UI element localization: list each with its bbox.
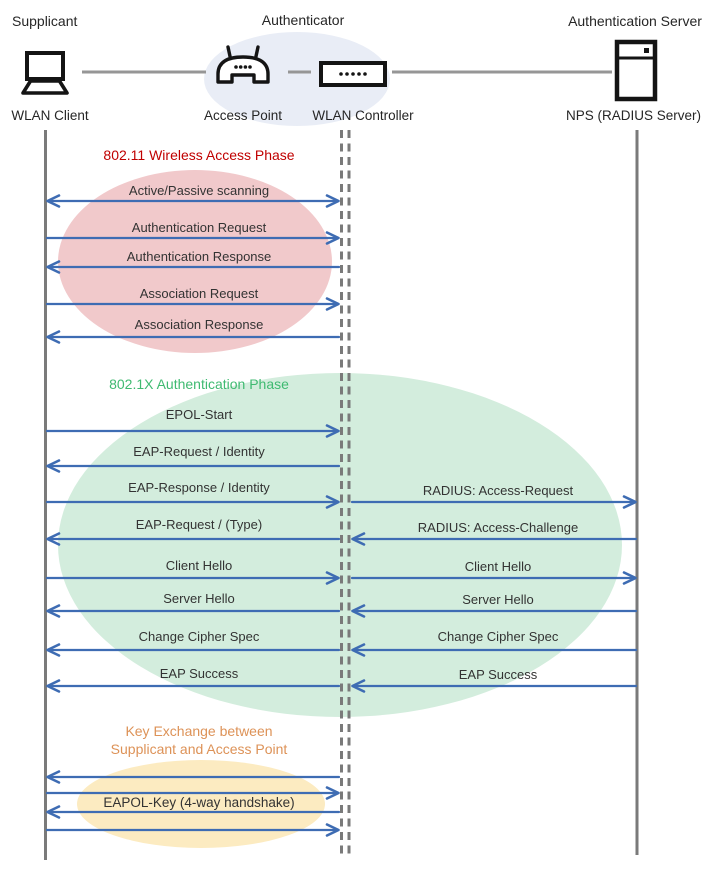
device-label-nps: NPS (RADIUS Server) bbox=[565, 108, 702, 123]
role-label-supplicant: Supplicant bbox=[12, 13, 78, 29]
arrow-eap-request-type bbox=[46, 532, 341, 546]
arrow-authentication-request bbox=[45, 231, 340, 245]
access-point-icon bbox=[216, 45, 270, 84]
arrow-radius-access-request bbox=[350, 495, 637, 509]
arrow-association-response bbox=[46, 330, 341, 344]
msg-eapol-key-handshake: EAPOL-Key (4-way handshake) bbox=[103, 795, 295, 810]
arrow-change-cipher-right bbox=[351, 643, 638, 657]
lifelines bbox=[44, 130, 639, 860]
phase3-title-line1: Key Exchange between bbox=[125, 723, 273, 739]
msg-active-passive-scanning: Active/Passive scanning bbox=[128, 183, 270, 198]
msg-eap-request-type: EAP-Request / (Type) bbox=[135, 517, 263, 532]
msg-association-request: Association Request bbox=[139, 286, 259, 301]
phase3-title: Key Exchange between Supplicant and Acce… bbox=[62, 722, 336, 758]
arrow-eap-request-identity bbox=[46, 459, 341, 473]
msg-server-hello-left: Server Hello bbox=[163, 591, 235, 606]
msg-association-response: Association Response bbox=[134, 317, 264, 332]
arrow-radius-access-challenge bbox=[351, 532, 638, 546]
device-label-wlan-client: WLAN Client bbox=[11, 108, 89, 123]
msg-radius-access-request: RADIUS: Access-Request bbox=[422, 483, 574, 498]
msg-client-hello-left: Client Hello bbox=[165, 558, 233, 573]
device-label-wlan-controller: WLAN Controller bbox=[312, 108, 414, 123]
arrow-association-request bbox=[45, 297, 340, 311]
msg-eap-success-right: EAP Success bbox=[458, 667, 538, 682]
arrow-eapol-key-4 bbox=[45, 823, 340, 837]
msg-change-cipher-right: Change Cipher Spec bbox=[437, 629, 559, 644]
arrow-eapol-key-1 bbox=[46, 770, 341, 784]
msg-eap-success-left: EAP Success bbox=[159, 666, 239, 681]
phase3-ellipse bbox=[77, 760, 325, 848]
arrow-eap-success-left bbox=[46, 679, 341, 693]
msg-change-cipher-left: Change Cipher Spec bbox=[138, 629, 260, 644]
msg-authentication-response: Authentication Response bbox=[126, 249, 272, 264]
arrow-server-hello-left bbox=[46, 604, 341, 618]
phase3-title-line2: Supplicant and Access Point bbox=[110, 741, 288, 757]
msg-client-hello-right: Client Hello bbox=[464, 559, 532, 574]
role-label-authenticator: Authenticator bbox=[261, 12, 345, 28]
arrow-active-passive-scanning bbox=[46, 194, 340, 208]
server-icon bbox=[614, 39, 658, 102]
msg-server-hello-right: Server Hello bbox=[462, 592, 534, 607]
msg-eap-response-identity: EAP-Response / Identity bbox=[128, 480, 270, 495]
phase2-title: 802.1X Authentication Phase bbox=[109, 376, 289, 392]
laptop-icon bbox=[21, 51, 69, 95]
role-label-authentication-server: Authentication Server bbox=[568, 13, 702, 29]
device-label-access-point: Access Point bbox=[203, 108, 283, 123]
arrow-eap-success-right bbox=[351, 679, 638, 693]
msg-epol-start: EPOL-Start bbox=[165, 407, 233, 422]
arrow-eapol-key-2 bbox=[45, 786, 340, 800]
arrow-epol-start bbox=[45, 424, 340, 438]
msg-radius-access-challenge: RADIUS: Access-Challenge bbox=[417, 520, 579, 535]
arrow-eapol-key-3 bbox=[46, 805, 341, 819]
phase1-title: 802.11 Wireless Access Phase bbox=[103, 147, 295, 163]
arrow-eap-response-identity bbox=[45, 495, 340, 509]
msg-eap-request-identity: EAP-Request / Identity bbox=[133, 444, 265, 459]
wlan-controller-icon bbox=[319, 61, 387, 87]
arrow-client-hello-right bbox=[350, 571, 637, 585]
arrow-change-cipher-left bbox=[46, 643, 341, 657]
arrow-authentication-response bbox=[46, 260, 341, 274]
arrow-server-hello-right bbox=[351, 604, 638, 618]
msg-authentication-request: Authentication Request bbox=[131, 220, 267, 235]
arrow-client-hello-left bbox=[45, 571, 340, 585]
